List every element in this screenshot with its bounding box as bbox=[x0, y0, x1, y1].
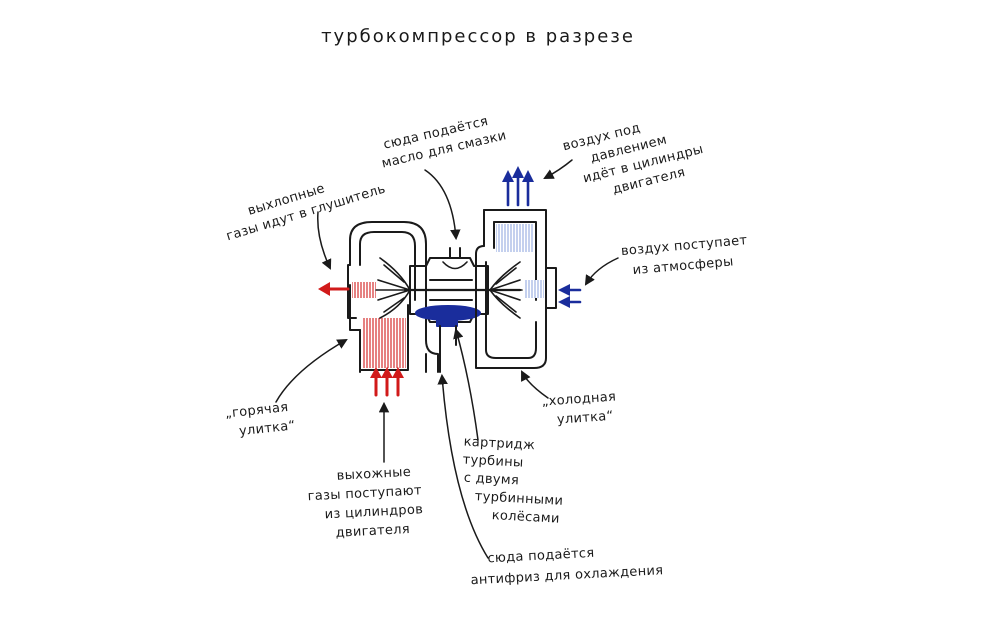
label-hot-snail-line-2: улитка“ bbox=[238, 418, 296, 439]
label-cold-snail: „холодная улитка“ bbox=[541, 389, 616, 428]
cold-compressor-wheel bbox=[489, 261, 523, 319]
page-title: турбокомпрессор в разрезе bbox=[321, 26, 635, 47]
leader-oil bbox=[424, 169, 461, 241]
label-cartridge-line-1: картридж bbox=[463, 435, 535, 454]
hot-turbine-wheel bbox=[375, 257, 411, 319]
label-cartridge-line-2: турбины bbox=[462, 453, 524, 471]
label-exhaust-in-line-1: выхожные bbox=[336, 465, 411, 484]
label-cartridge: картридж турбины с двумя турбинными колё… bbox=[462, 435, 563, 527]
label-exhaust-in: выхожные газы поступают из цилиндров дви… bbox=[307, 465, 423, 541]
coolant-inlet bbox=[436, 317, 458, 327]
label-cold-snail-line-2: улитка“ bbox=[556, 409, 614, 428]
label-cartridge-line-4: турбинными bbox=[474, 489, 563, 509]
hot-exhaust-fill bbox=[362, 318, 406, 368]
label-cartridge-line-3: с двумя bbox=[463, 471, 519, 489]
label-air-pressure: воздух под давлением идёт в цилиндры дви… bbox=[561, 121, 705, 198]
label-exhaust-in-line-2: газы поступают bbox=[307, 483, 422, 504]
turbocharger-device bbox=[347, 209, 557, 373]
label-air-in: воздух поступает из атмосферы bbox=[620, 233, 748, 278]
cold-air-fill bbox=[496, 224, 534, 252]
leader-lines bbox=[275, 159, 619, 559]
leader-air-in bbox=[584, 257, 619, 286]
label-antifreeze: сюда подаётся антифриз для охлаждения bbox=[470, 546, 663, 588]
label-exhaust-out: выхлопные газы идут в глушитель bbox=[225, 181, 388, 244]
label-exhaust-in-line-3: из цилиндров bbox=[324, 502, 423, 522]
label-oil: сюда подаётся масло для смазки bbox=[380, 114, 508, 172]
label-cartridge-line-5: колёсами bbox=[491, 508, 560, 527]
cold-flow-arrows bbox=[502, 166, 582, 308]
label-antifreeze-line-1: сюда подаётся bbox=[487, 546, 595, 567]
leader-hot-snail bbox=[275, 338, 348, 403]
leader-cold-snail bbox=[521, 370, 549, 399]
hot-turbine-housing bbox=[347, 221, 439, 373]
label-hot-snail-line-1: „горячая bbox=[224, 400, 289, 422]
leader-air-pressure bbox=[543, 159, 573, 179]
cold-air-inlet-fill bbox=[524, 280, 544, 298]
label-antifreeze-line-2: антифриз для охлаждения bbox=[470, 563, 663, 588]
label-air-in-line-2: из атмосферы bbox=[632, 254, 734, 278]
cold-compressor-housing bbox=[475, 209, 557, 369]
leader-antifreeze bbox=[437, 373, 489, 559]
leader-cartridge bbox=[453, 327, 479, 441]
label-exhaust-in-line-4: двигателя bbox=[335, 522, 410, 541]
leader-exhaust-out bbox=[317, 211, 332, 270]
label-hot-snail: „горячая улитка“ bbox=[224, 400, 296, 439]
label-cold-snail-line-1: „холодная bbox=[541, 389, 616, 409]
hot-flow-arrows bbox=[318, 282, 404, 397]
hot-exhaust-fill-upper bbox=[352, 282, 376, 298]
